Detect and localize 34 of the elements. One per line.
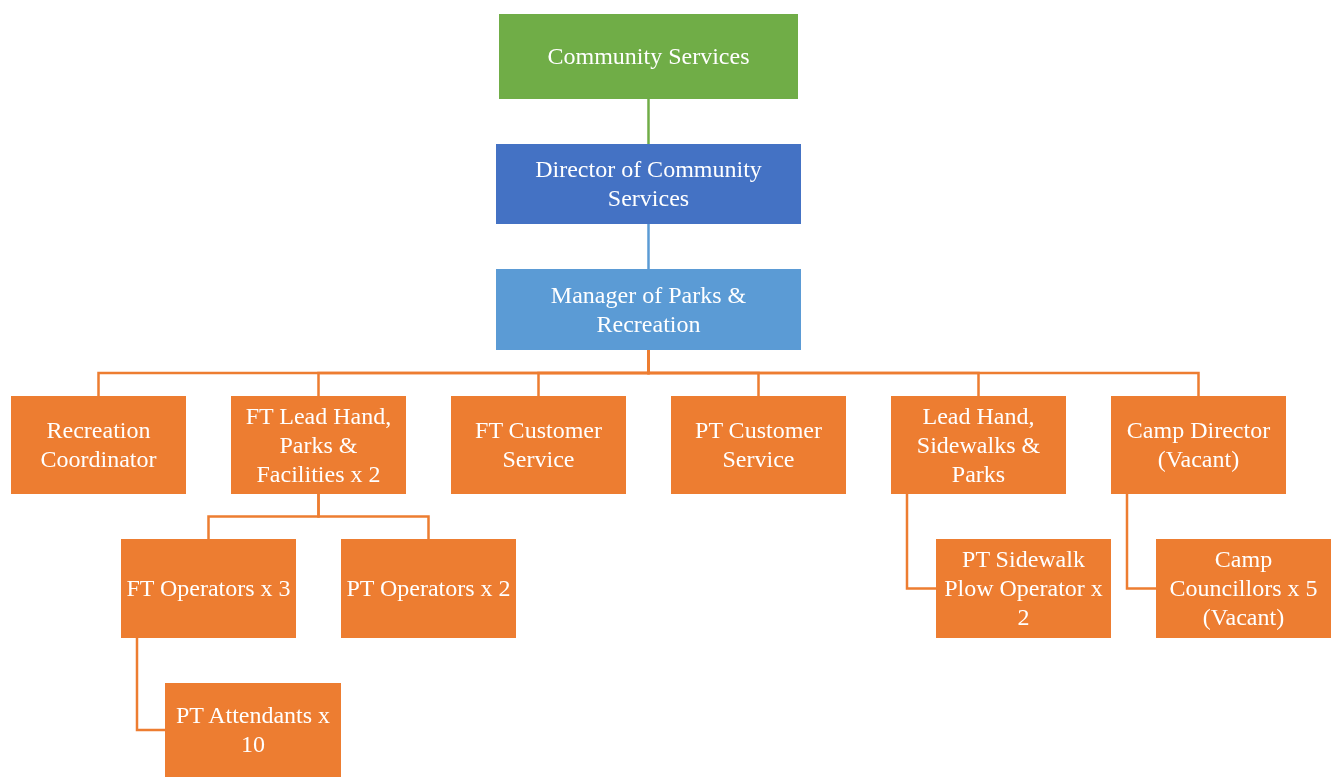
- connector-line: [135, 638, 165, 732]
- position-title: Camp Councillors x 5 (Vacant): [1168, 545, 1319, 632]
- position-title: FT Customer Service: [474, 416, 603, 474]
- position-box: [11, 396, 186, 494]
- position-title: Recreation Coordinator: [39, 416, 158, 474]
- manager-box: [496, 269, 801, 350]
- position-box: [936, 539, 1111, 638]
- position-box: [1156, 539, 1331, 638]
- position-box: [671, 396, 846, 494]
- position-title: PT Sidewalk Plow Operator x 2: [943, 545, 1104, 632]
- department-box: [499, 14, 798, 99]
- connector-line: [317, 494, 430, 539]
- position-box: [341, 539, 516, 638]
- position-box: [451, 396, 626, 494]
- position-box: [121, 539, 296, 638]
- position-title: FT Operators x 3: [126, 574, 291, 603]
- position-title: Lead Hand, Sidewalks & Parks: [915, 401, 1042, 489]
- position-title: Camp Director (Vacant): [1125, 416, 1272, 474]
- position-title: FT Lead Hand, Parks & Facilities x 2: [244, 401, 393, 489]
- position-box: [165, 683, 341, 777]
- position-box: [231, 396, 406, 494]
- position-title: Community Services: [547, 42, 750, 71]
- position-title: Director of Community Services: [534, 155, 763, 213]
- position-title: PT Attendants x 10: [174, 701, 332, 759]
- position-title: Manager of Parks & Recreation: [549, 280, 748, 339]
- position-box: [891, 396, 1066, 494]
- connector-line: [647, 99, 650, 144]
- director-box: [496, 144, 801, 224]
- position-box: [1111, 396, 1286, 494]
- connector-line: [1125, 494, 1156, 590]
- connector-line: [647, 224, 650, 269]
- connector-line: [905, 494, 936, 590]
- position-title: PT Operators x 2: [346, 574, 511, 603]
- position-title: PT Customer Service: [694, 416, 823, 474]
